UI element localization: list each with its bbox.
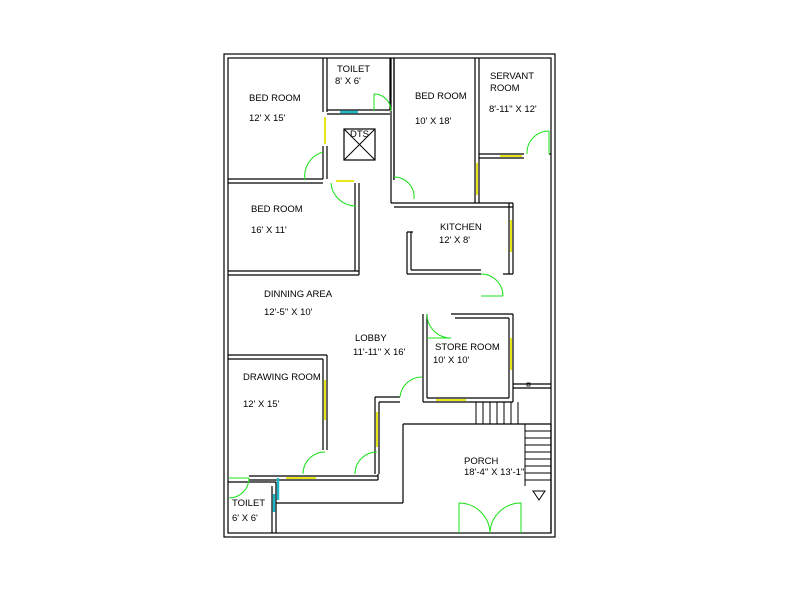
room-name: DINNING AREA xyxy=(264,289,333,300)
room-labels: BED ROOM 12' X 15' TOILET 8' X 6' DTS BE… xyxy=(232,64,537,524)
room-name: SERVANT xyxy=(490,71,534,82)
room-size: 8' X 6' xyxy=(335,76,361,87)
room-size: 10' X 10' xyxy=(433,355,470,366)
room-size: 10' X 18' xyxy=(415,116,452,127)
room-name: KITCHEN xyxy=(440,222,482,233)
room-size: 12' X 15' xyxy=(249,113,286,124)
room-size: 12'-5'' X 10' xyxy=(264,307,313,318)
room-name-line2: ROOM xyxy=(490,83,520,94)
duct-label: DTS xyxy=(350,129,369,140)
room-name: BED ROOM xyxy=(415,91,467,102)
duct-shaft xyxy=(343,128,376,161)
room-name: PORCH xyxy=(464,456,498,467)
windows xyxy=(272,110,522,512)
room-size: 11'-11'' X 16' xyxy=(353,347,406,358)
room-size: 12' X 15' xyxy=(243,399,280,410)
room-name: TOILET xyxy=(337,64,370,75)
room-size: 12' X 8' xyxy=(439,235,470,246)
room-name: TOILET xyxy=(232,498,265,509)
doors xyxy=(228,93,550,534)
room-size: 6' X 6' xyxy=(232,513,258,524)
interior-walls xyxy=(228,58,552,533)
room-name: BED ROOM xyxy=(251,204,303,215)
room-name: BED ROOM xyxy=(249,93,301,104)
room-size: 8'-11'' X 12' xyxy=(489,104,537,115)
staircase xyxy=(475,402,551,501)
wall-marker xyxy=(526,382,531,387)
room-size: 18'-4'' X 13'-1'' xyxy=(464,467,525,478)
room-size: 16' X 11' xyxy=(251,225,287,236)
room-name: LOBBY xyxy=(355,333,387,344)
room-name: DRAWING ROOM xyxy=(243,372,321,383)
room-name: STORE ROOM xyxy=(435,342,500,353)
